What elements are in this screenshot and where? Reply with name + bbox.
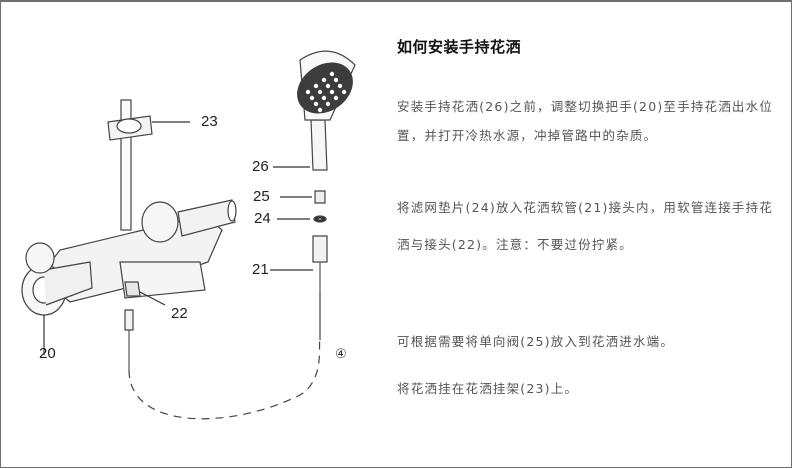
callout-25: 25 bbox=[253, 188, 270, 205]
slide-rail bbox=[120, 99, 132, 231]
callout-26: 26 bbox=[252, 158, 269, 175]
step-marker: ④ bbox=[335, 347, 347, 362]
page-title: 如何安装手持花洒 bbox=[397, 38, 522, 56]
callout-23: 23 bbox=[201, 113, 218, 130]
hose-21 bbox=[312, 235, 328, 263]
spout bbox=[119, 261, 206, 299]
callout-24: 24 bbox=[254, 210, 271, 227]
callout-20: 20 bbox=[39, 345, 56, 362]
instruction-paragraph: 将花洒挂在花洒挂架(23)上。 bbox=[397, 381, 579, 396]
instruction-paragraph: 将滤网垫片(24)放入花洒软管(21)接头内，用软管连接手持花洒与接头(22)。… bbox=[397, 200, 774, 252]
valve-25 bbox=[314, 190, 326, 204]
hand-shower-26 bbox=[310, 119, 328, 171]
connector-22 bbox=[124, 281, 141, 297]
callout-21: 21 bbox=[252, 261, 269, 278]
callout-22: 22 bbox=[171, 305, 188, 322]
instruction-paragraph: 可根据需要将单向阀(25)放入到花洒进水端。 bbox=[397, 334, 675, 349]
shower-head bbox=[297, 62, 353, 114]
instructions-column: 如何安装手持花洒 安装手持花洒(26)之前，调整切换把手(20)至手持花洒出水位… bbox=[397, 36, 777, 396]
instruction-paragraph: 安装手持花洒(26)之前，调整切换把手(20)至手持花洒出水位置，并打开冷热水源… bbox=[397, 99, 774, 143]
top-rule bbox=[0, 0, 792, 2]
installation-diagram bbox=[21, 50, 356, 420]
right-handle bbox=[141, 201, 179, 243]
